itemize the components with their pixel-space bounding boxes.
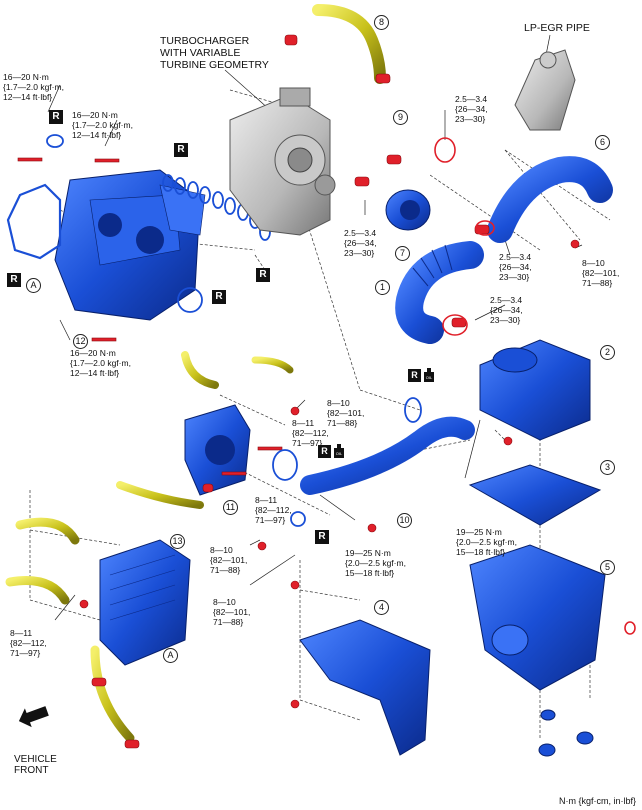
air-cleaner-case-part-5	[469, 544, 606, 691]
vehicle-front-arrow-icon	[18, 706, 49, 728]
lp-egr-pipe	[514, 49, 576, 131]
torque-label: 2.5—3.4{26—34,23—30}	[455, 94, 488, 124]
part-number: 6	[595, 135, 610, 150]
part-number: 7	[395, 246, 410, 261]
torque-label: 8—11{82—112,71—97}	[292, 418, 329, 448]
callout-lines	[47, 34, 583, 621]
torque-label: 8—11{82—112,71—97}	[10, 628, 47, 658]
bracket-part-4	[299, 619, 431, 756]
part-number: 12	[73, 334, 88, 349]
replace-part-icon: R	[315, 530, 329, 544]
intercooler-part-13	[99, 539, 191, 666]
torque-label: 8—11{82—112,71—97}	[255, 495, 292, 525]
intake-duct-part-10	[300, 416, 475, 495]
part-number: 3	[600, 460, 615, 475]
part-number: 1	[375, 280, 390, 295]
duct-part-1	[395, 241, 484, 344]
svg-text:OIL: OIL	[426, 375, 433, 380]
replace-part-icon: R	[256, 268, 270, 282]
air-filter-part-3	[468, 464, 602, 526]
part-number: 8	[374, 15, 389, 30]
part-number: 13	[170, 534, 185, 549]
part-number: 10	[397, 513, 412, 528]
torque-label: 16—20 N·m{1.7—2.0 kgf·m,12—14 ft·lbf}	[3, 72, 64, 102]
part-number: 9	[393, 110, 408, 125]
clamps-ring	[434, 137, 636, 635]
throttle-body-part-11	[184, 404, 251, 496]
torque-label: 8—10{82—101,71—88}	[327, 398, 365, 428]
torque-label: 2.5—3.4{26—34,23—30}	[490, 295, 523, 325]
coolant-hoses	[5, 351, 294, 743]
reference-a: A	[26, 278, 41, 293]
torque-label: 2.5—3.4{26—34,23—30}	[344, 228, 377, 258]
turbocharger	[229, 87, 336, 236]
reference-a: A	[163, 648, 178, 663]
intake-manifold-part-12	[54, 169, 206, 321]
torque-label: 8—10{82—101,71—88}	[210, 545, 248, 575]
torque-label: 8—10{82—101,71—88}	[213, 597, 251, 627]
torque-label: 16—20 N·m{1.7—2.0 kgf·m,12—14 ft·lbf}	[72, 110, 133, 140]
part-number: 4	[374, 600, 389, 615]
rubber-mounts	[538, 709, 594, 757]
torque-label: 16—20 N·m{1.7—2.0 kgf·m,12—14 ft·lbf}	[70, 348, 131, 378]
replace-part-icon: R	[7, 273, 21, 287]
duct-part-6	[487, 156, 613, 243]
hose-part-8	[312, 4, 386, 84]
seal-rings-blue	[272, 397, 422, 527]
replace-part-icon: R	[49, 110, 63, 124]
torque-label: 19—25 N·m{2.0—2.5 kgf·m,15—18 ft·lbf}	[345, 548, 406, 578]
replace-part-icon: R	[174, 143, 188, 157]
throttle-part-7	[385, 189, 431, 231]
fasteners	[17, 34, 580, 749]
torque-label: 2.5—3.4{26—34,23—30}	[499, 252, 532, 282]
manifold-gasket	[6, 183, 62, 260]
svg-text:OIL: OIL	[336, 451, 343, 456]
replace-part-icon: R	[212, 290, 226, 304]
air-cleaner-cover-part-2	[479, 339, 591, 441]
torque-label: 8—10{82—101,71—88}	[582, 258, 620, 288]
part-number: 11	[223, 500, 238, 515]
torque-label: 19—25 N·m{2.0—2.5 kgf·m,15—18 ft·lbf}	[456, 527, 517, 557]
oil-can-icon: R OIL	[318, 443, 344, 461]
oil-can-icon: R OIL	[408, 367, 434, 385]
part-number: 5	[600, 560, 615, 575]
torque-units-legend: N·m {kgf·cm, in·lbf}	[558, 796, 636, 806]
lp-egr-pipe-callout: LP-EGR PIPE	[524, 22, 590, 34]
part-number: 2	[600, 345, 615, 360]
